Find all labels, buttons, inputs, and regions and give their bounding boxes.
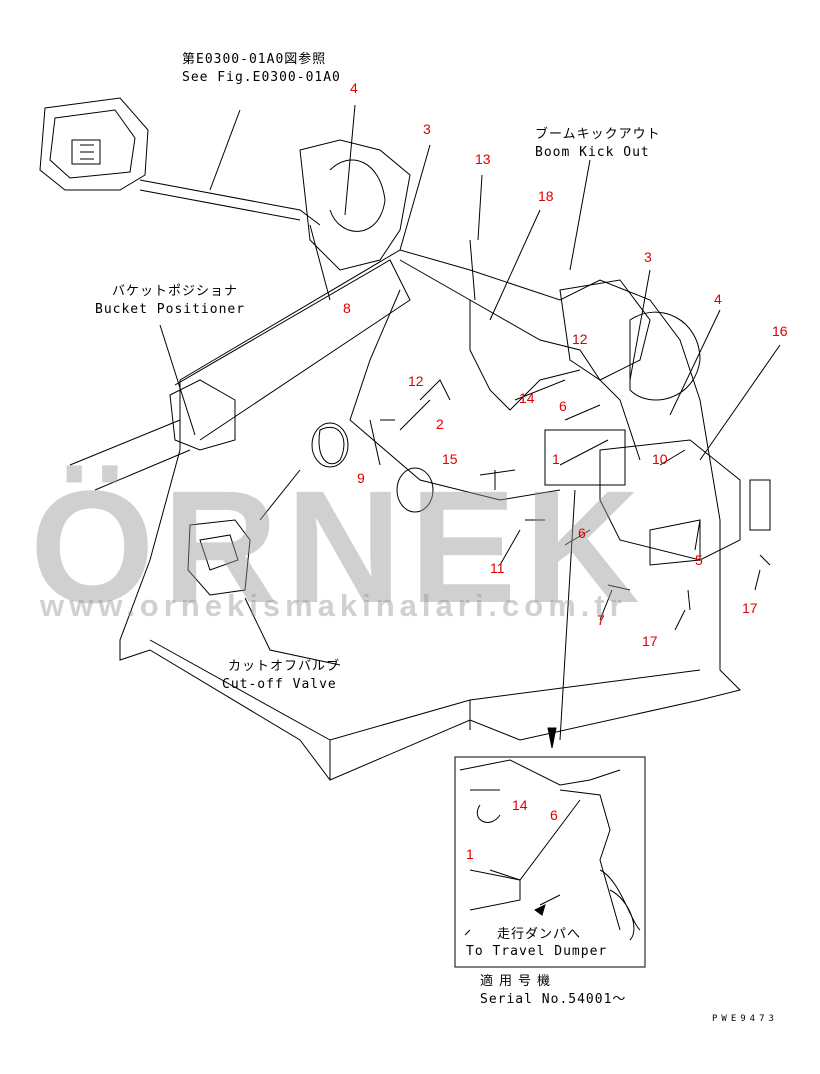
callout: 1 xyxy=(552,451,560,467)
detail-inset xyxy=(454,756,646,968)
cutoff-valve-jp: カットオフバルブ xyxy=(228,659,341,674)
travel-dumper-en: To Travel Dumper xyxy=(466,944,608,959)
callout: 7 xyxy=(597,612,605,628)
watermark-url: www.ornekismakinalari.com.tr xyxy=(40,588,627,623)
callout: 10 xyxy=(652,451,668,467)
ref-note-en: See Fig.E0300-01A0 xyxy=(182,70,341,85)
callout: 16 xyxy=(772,323,788,339)
callout: 5 xyxy=(695,552,703,568)
serial-jp: 適用号機 xyxy=(480,974,557,989)
callout: 17 xyxy=(642,633,658,649)
callout: 8 xyxy=(343,300,351,316)
callout: 14 xyxy=(512,797,528,813)
cutoff-valve-en: Cut-off Valve xyxy=(222,677,337,692)
callout: 9 xyxy=(357,470,365,486)
callout: 6 xyxy=(550,807,558,823)
callout: 12 xyxy=(408,373,424,389)
cylinder xyxy=(69,259,411,491)
callout: 15 xyxy=(442,451,458,467)
callout: 1 xyxy=(466,846,474,862)
callout: 4 xyxy=(714,291,722,307)
boom-kick-out-jp: ブームキックアウト xyxy=(535,127,661,142)
bucket-positioner-en: Bucket Positioner xyxy=(95,302,246,317)
callout: 14 xyxy=(519,390,535,406)
callout: 11 xyxy=(490,560,505,576)
ref-note-jp: 第E0300-01A0図参照 xyxy=(182,52,327,67)
callout: 2 xyxy=(436,416,444,432)
drawing-code: PWE9473 xyxy=(712,1014,778,1024)
callout: 3 xyxy=(644,249,652,265)
callout: 12 xyxy=(572,331,588,347)
travel-dumper-jp: 走行ダンパへ xyxy=(497,927,582,942)
control-box xyxy=(39,97,149,191)
boom-kick-out-en: Boom Kick Out xyxy=(535,145,650,160)
callout: 4 xyxy=(350,80,358,96)
bucket-positioner-jp: バケットポジショナ xyxy=(112,284,239,299)
detail-marker xyxy=(544,429,626,486)
callout: 6 xyxy=(559,398,567,414)
watermark-logo: ÖRNEK xyxy=(30,457,648,636)
callout: 6 xyxy=(578,525,586,541)
callout: 3 xyxy=(423,121,431,137)
callout: 17 xyxy=(742,600,758,616)
cutoff-valve xyxy=(187,519,251,596)
callout: 13 xyxy=(475,151,491,167)
callout: 18 xyxy=(538,188,554,204)
serial-en: Serial No.54001〜 xyxy=(480,992,627,1007)
